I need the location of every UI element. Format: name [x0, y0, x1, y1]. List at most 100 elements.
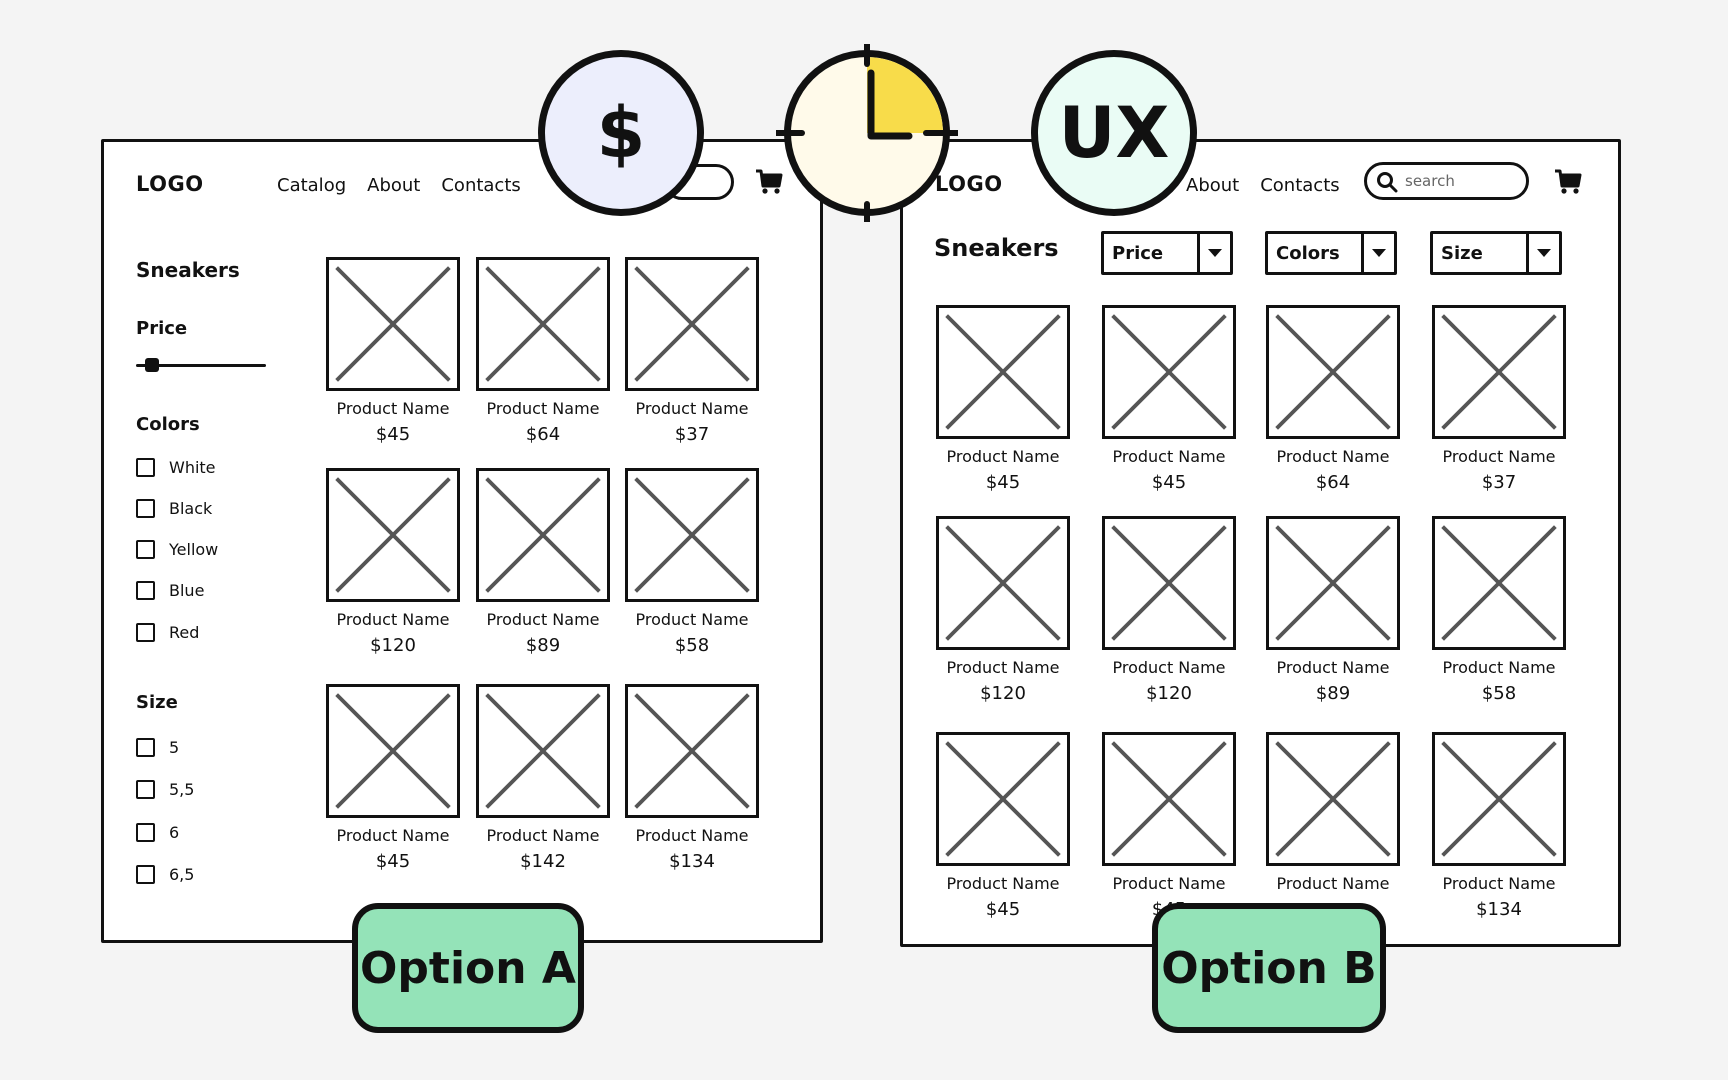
- product-name[interactable]: Product Name: [336, 826, 450, 845]
- product-card[interactable]: Product Name$45: [1102, 305, 1236, 493]
- nav-about[interactable]: About: [1186, 175, 1240, 196]
- product-name[interactable]: Product Name: [1442, 658, 1556, 677]
- product-name[interactable]: Product Name: [1112, 447, 1226, 466]
- product-card[interactable]: Product Name$58: [1432, 516, 1566, 704]
- image-placeholder-icon[interactable]: [476, 468, 610, 602]
- product-card[interactable]: Product Name$89: [1266, 516, 1400, 704]
- image-placeholder-icon[interactable]: [326, 468, 460, 602]
- image-placeholder-icon[interactable]: [326, 684, 460, 818]
- image-placeholder-icon[interactable]: [1432, 732, 1566, 866]
- image-placeholder-icon[interactable]: [1432, 305, 1566, 439]
- product-name[interactable]: Product Name: [635, 610, 749, 629]
- image-placeholder-icon[interactable]: [625, 468, 759, 602]
- color-option[interactable]: Black: [136, 499, 212, 518]
- image-placeholder-icon[interactable]: [625, 684, 759, 818]
- product-name[interactable]: Product Name: [1276, 658, 1390, 677]
- product-name[interactable]: Product Name: [486, 399, 600, 418]
- product-name[interactable]: Product Name: [946, 447, 1060, 466]
- product-name[interactable]: Product Name: [486, 610, 600, 629]
- product-card[interactable]: Product Name$58: [625, 468, 759, 656]
- product-card[interactable]: Product Name$120: [936, 516, 1070, 704]
- size-option[interactable]: 6,5: [136, 865, 194, 884]
- chevron-down-icon[interactable]: [1197, 234, 1230, 272]
- product-card[interactable]: Product Name$64: [476, 257, 610, 445]
- chevron-down-icon[interactable]: [1361, 234, 1394, 272]
- image-placeholder-icon[interactable]: [326, 257, 460, 391]
- image-placeholder-icon[interactable]: [936, 305, 1070, 439]
- product-card[interactable]: Product Name$37: [1432, 305, 1566, 493]
- nav-about[interactable]: About: [367, 175, 421, 196]
- size-dropdown[interactable]: Size: [1430, 231, 1562, 275]
- image-placeholder-icon[interactable]: [1266, 305, 1400, 439]
- product-card[interactable]: Product Name$120: [326, 468, 460, 656]
- image-placeholder-icon[interactable]: [936, 516, 1070, 650]
- product-name[interactable]: Product Name: [1112, 874, 1226, 893]
- product-card[interactable]: Product Name$89: [476, 468, 610, 656]
- product-card[interactable]: Product Name$142: [476, 684, 610, 872]
- color-option[interactable]: White: [136, 458, 216, 477]
- checkbox[interactable]: [136, 581, 155, 600]
- size-option[interactable]: 5,5: [136, 780, 194, 799]
- image-placeholder-icon[interactable]: [1102, 305, 1236, 439]
- image-placeholder-icon[interactable]: [476, 257, 610, 391]
- nav-contacts[interactable]: Contacts: [441, 175, 521, 196]
- checkbox[interactable]: [136, 823, 155, 842]
- cart-icon[interactable]: [1553, 168, 1583, 196]
- product-name[interactable]: Product Name: [946, 874, 1060, 893]
- image-placeholder-icon[interactable]: [1266, 516, 1400, 650]
- image-placeholder-icon[interactable]: [625, 257, 759, 391]
- logo[interactable]: LOGO: [935, 172, 1003, 196]
- product-name[interactable]: Product Name: [1442, 447, 1556, 466]
- image-placeholder-icon[interactable]: [1266, 732, 1400, 866]
- color-option[interactable]: Yellow: [136, 540, 218, 559]
- nav-catalog[interactable]: Catalog: [277, 175, 347, 196]
- color-option[interactable]: Blue: [136, 581, 204, 600]
- product-card[interactable]: Product Name$45: [936, 732, 1070, 920]
- price-dropdown[interactable]: Price: [1101, 231, 1233, 275]
- product-card[interactable]: Product Name$45: [936, 305, 1070, 493]
- product-card[interactable]: Product Name$45: [326, 257, 460, 445]
- checkbox[interactable]: [136, 623, 155, 642]
- image-placeholder-icon[interactable]: [936, 732, 1070, 866]
- price-slider[interactable]: [136, 364, 266, 367]
- size-option[interactable]: 6: [136, 823, 179, 842]
- color-option[interactable]: Red: [136, 623, 199, 642]
- image-placeholder-icon[interactable]: [476, 684, 610, 818]
- product-name[interactable]: Product Name: [946, 658, 1060, 677]
- product-card[interactable]: Product Name$134: [1432, 732, 1566, 920]
- image-placeholder-icon[interactable]: [1102, 732, 1236, 866]
- product-name[interactable]: Product Name: [635, 399, 749, 418]
- product-card[interactable]: Product Name: [1266, 732, 1400, 899]
- product-name[interactable]: Product Name: [1276, 447, 1390, 466]
- product-price: $45: [375, 851, 411, 872]
- product-name[interactable]: Product Name: [1276, 874, 1390, 893]
- image-placeholder-icon[interactable]: [1102, 516, 1236, 650]
- product-name[interactable]: Product Name: [635, 826, 749, 845]
- product-card[interactable]: Product Name $45: [326, 684, 460, 872]
- product-card[interactable]: Product Name$64: [1266, 305, 1400, 493]
- product-name[interactable]: Product Name: [336, 399, 450, 418]
- product-card[interactable]: Product Name$120: [1102, 516, 1236, 704]
- product-name[interactable]: Product Name: [336, 610, 450, 629]
- search-input[interactable]: search: [1364, 162, 1529, 200]
- product-card[interactable]: Product Name$45: [1102, 732, 1236, 920]
- colors-dropdown[interactable]: Colors: [1265, 231, 1397, 275]
- product-name[interactable]: Product Name: [1112, 658, 1226, 677]
- checkbox[interactable]: [136, 458, 155, 477]
- product-card[interactable]: Product Name$37: [625, 257, 759, 445]
- checkbox[interactable]: [136, 780, 155, 799]
- product-name[interactable]: Product Name: [1442, 874, 1556, 893]
- size-option[interactable]: 5: [136, 738, 179, 757]
- product-card[interactable]: Product Name$134: [625, 684, 759, 872]
- nav-contacts[interactable]: Contacts: [1260, 175, 1340, 196]
- image-placeholder-icon[interactable]: [1432, 516, 1566, 650]
- checkbox[interactable]: [136, 738, 155, 757]
- chevron-down-icon[interactable]: [1526, 234, 1559, 272]
- price-slider-thumb[interactable]: [144, 358, 159, 372]
- logo[interactable]: LOGO: [136, 172, 204, 196]
- checkbox[interactable]: [136, 865, 155, 884]
- checkbox[interactable]: [136, 499, 155, 518]
- cart-icon[interactable]: [754, 168, 784, 196]
- checkbox[interactable]: [136, 540, 155, 559]
- product-name[interactable]: Product Name: [486, 826, 600, 845]
